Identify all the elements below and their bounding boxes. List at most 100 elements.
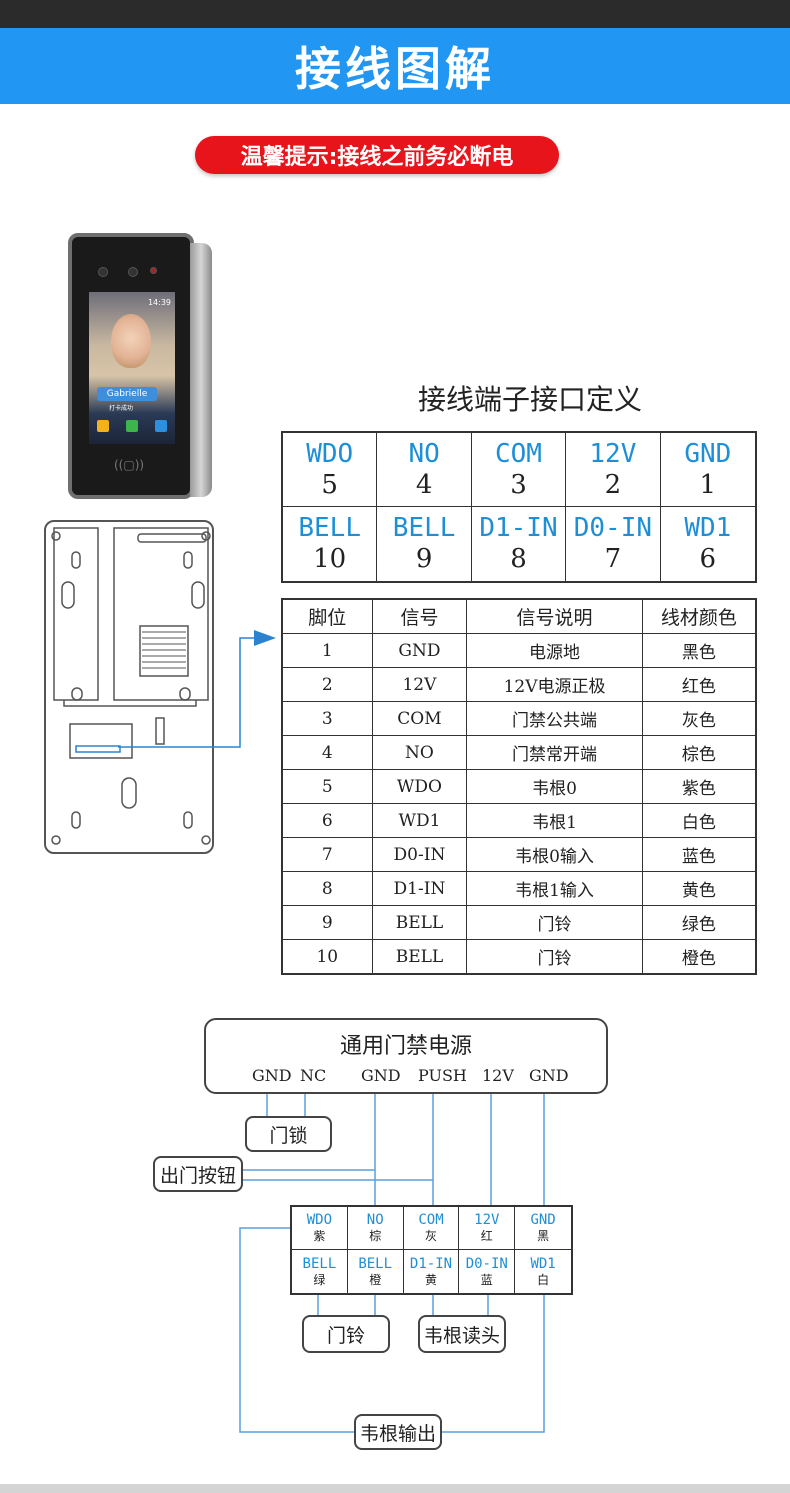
terminal-name: NO — [408, 438, 440, 469]
terminal-number: 6 — [699, 544, 717, 574]
table-cell: 门铃 — [466, 939, 643, 975]
header-banner: 接线图解 — [0, 28, 790, 104]
door-lock-box: 门锁 — [245, 1116, 332, 1152]
table-cell: 橙色 — [641, 939, 757, 975]
ir-sensor-icon — [150, 267, 157, 274]
wire-color-label: 灰 — [424, 1229, 437, 1243]
wiring-terminal-name: 12V — [474, 1212, 500, 1228]
doorbell-box: 门铃 — [302, 1315, 390, 1353]
terminal-title: 接线端子接口定义 — [417, 383, 642, 416]
wiring-terminal-name: GND — [530, 1212, 556, 1228]
table-cell: D0-IN — [371, 837, 468, 872]
wiring-terminal-name: NO — [366, 1212, 384, 1228]
wire-color-label: 棕 — [369, 1229, 382, 1243]
terminal-number: 8 — [510, 544, 527, 574]
terminal-name: WDO — [306, 438, 354, 469]
wiring-terminal-name: WDO — [306, 1212, 333, 1228]
back-plate-drawing — [51, 527, 211, 845]
table-cell: 8 — [281, 871, 373, 906]
wire-color-label: 橙 — [369, 1272, 382, 1287]
wiegand-output-box: 韦根输出 — [354, 1414, 442, 1450]
table-cell: WD1 — [371, 803, 468, 838]
wire-color-label: 红 — [480, 1229, 493, 1243]
terminal-number: 1 — [699, 469, 717, 500]
table-header-cell: 信号 — [371, 598, 468, 634]
nfc-icon: ((▢)) — [114, 458, 145, 472]
wire-color-label: 绿 — [313, 1272, 326, 1287]
table-cell: 门铃 — [466, 905, 643, 940]
table-cell: BELL — [371, 905, 468, 940]
table-cell: 棕色 — [641, 735, 757, 770]
psu-title: 通用门禁电源 — [339, 1034, 472, 1059]
wiegand-reader-box: 韦根读头 — [418, 1315, 506, 1353]
table-cell: D1-IN — [371, 871, 468, 906]
psu-pin-push: PUSH — [418, 1066, 467, 1085]
wiring-terminal-name: BELL — [358, 1255, 393, 1272]
table-cell: COM — [371, 701, 468, 736]
table-cell: 黄色 — [641, 871, 757, 906]
table-cell: 7 — [281, 837, 373, 872]
device-name-tag: Gabrielle — [97, 387, 157, 401]
table-cell: 电源地 — [466, 633, 643, 668]
wiring-terminal-name: WD1 — [530, 1255, 556, 1272]
terminal-number: 5 — [321, 469, 338, 500]
table-cell: 门禁常开端 — [466, 735, 643, 770]
wire-color-label: 蓝 — [480, 1272, 493, 1287]
terminal-name: 12V — [589, 438, 637, 469]
terminal-name: WD1 — [684, 513, 732, 543]
table-cell: 韦根0输入 — [466, 837, 643, 872]
terminal-name: D1-IN — [479, 513, 558, 543]
camera-icon — [98, 267, 108, 277]
table-cell: GND — [371, 633, 468, 668]
wire-color-label: 紫 — [313, 1229, 326, 1243]
table-cell: 韦根0 — [466, 769, 643, 804]
page-title: 接线图解 — [295, 42, 495, 96]
wiring-terminal-name: D1-IN — [409, 1255, 453, 1272]
table-header-cell: 信号说明 — [466, 598, 643, 634]
screen-button-icon — [155, 420, 167, 432]
terminal-number: 2 — [604, 469, 622, 500]
table-cell: 9 — [281, 905, 373, 940]
wiring-terminal-name: D0-IN — [465, 1255, 508, 1272]
table-cell: 3 — [281, 701, 373, 736]
table-cell: 黑色 — [641, 633, 757, 668]
terminal-name: COM — [495, 438, 542, 469]
table-cell: 蓝色 — [641, 837, 757, 872]
psu-pin-gnd: GND — [252, 1066, 292, 1085]
device-sub-text: 打卡成功 — [109, 405, 134, 412]
table-cell: 12V — [371, 667, 468, 702]
table-cell: 1 — [281, 633, 373, 668]
table-cell: 韦根1输入 — [466, 871, 643, 906]
wire-color-label: 黑 — [537, 1229, 550, 1243]
table-cell: 灰色 — [641, 701, 757, 736]
bottom-bar — [0, 1484, 790, 1493]
table-cell: 2 — [281, 667, 373, 702]
terminal-number: 4 — [415, 469, 433, 500]
table-cell: WDO — [371, 769, 468, 804]
